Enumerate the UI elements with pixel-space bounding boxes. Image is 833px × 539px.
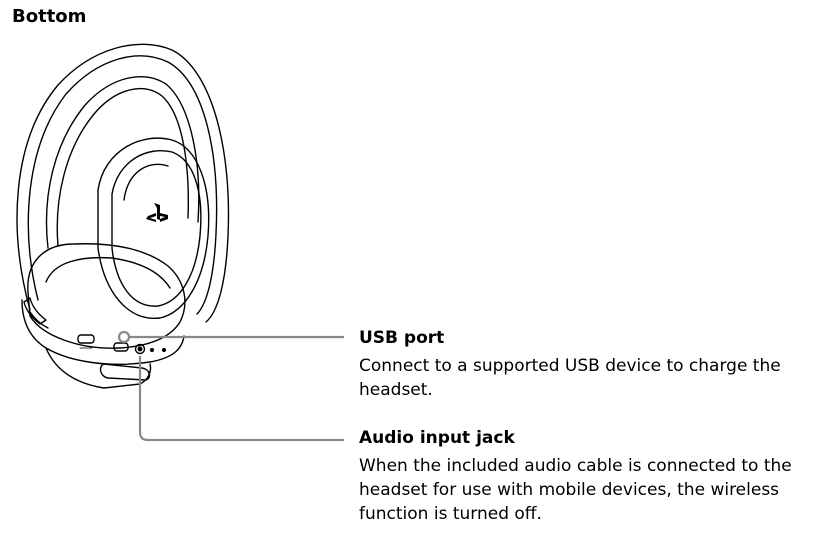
far-earcup-ring (111, 150, 202, 307)
far-earcup-rim (123, 163, 169, 201)
usb-port-title: USB port (359, 328, 445, 348)
section-title: Bottom (12, 6, 87, 27)
mute-switch (77, 334, 95, 344)
usb-port-shape (113, 342, 129, 352)
near-earcup-housing (21, 299, 185, 366)
playstation-logo-icon (146, 203, 168, 222)
audio-jack-title: Audio input jack (359, 428, 515, 448)
headband-outer-inner-edge (27, 55, 218, 315)
far-earcup-outer (97, 137, 210, 319)
usb-port-marker (117, 330, 131, 344)
small-led-1 (149, 347, 155, 353)
side-button-slot (23, 297, 47, 325)
headband-outer (16, 43, 230, 323)
near-earcup-cushion-inner (45, 256, 171, 289)
side-button-slot-2 (29, 311, 49, 329)
headband-inner (45, 76, 200, 249)
audio-jack-leader-line (138, 356, 344, 442)
audio-jack-callout: Audio input jack When the included audio… (359, 427, 829, 526)
slider-control (99, 363, 151, 381)
usb-port-description: Connect to a supported USB device to cha… (359, 356, 781, 400)
small-led-2 (161, 347, 167, 353)
near-earcup-housing-base (45, 347, 152, 389)
usb-port-callout: USB port Connect to a supported USB devi… (359, 327, 829, 402)
headband-inner-edge (56, 88, 189, 247)
audio-jack-description: When the included audio cable is connect… (359, 456, 792, 524)
audio-jack-ring (134, 343, 146, 355)
audio-jack-core (137, 346, 143, 352)
near-earcup-cushion (27, 243, 186, 349)
